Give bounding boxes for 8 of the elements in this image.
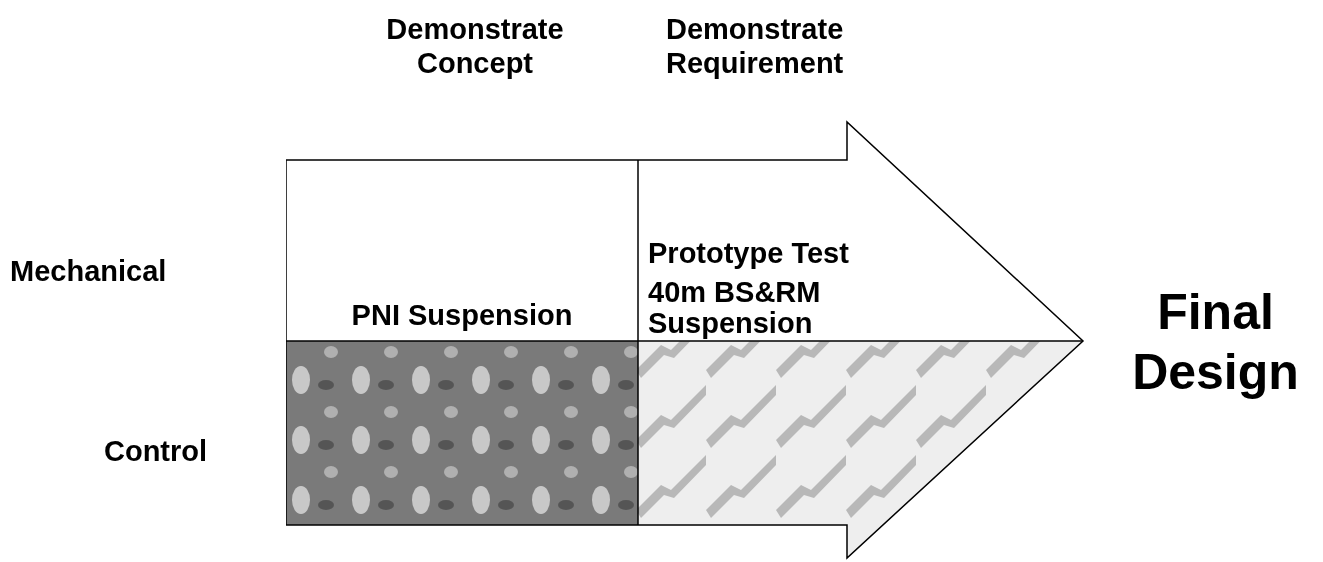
- stage-text: 40m BS&RM Suspension: [648, 277, 822, 339]
- stage-text: Prototype Test: [648, 238, 850, 269]
- row-label: Control: [104, 434, 208, 469]
- column-heading: Demonstrate Requirement: [666, 12, 845, 80]
- stage-text: PNI Suspension: [351, 300, 573, 331]
- outcome-label: Final Design: [1131, 283, 1300, 402]
- column-heading: Demonstrate Concept: [385, 12, 565, 80]
- row-label: Mechanical: [10, 254, 167, 289]
